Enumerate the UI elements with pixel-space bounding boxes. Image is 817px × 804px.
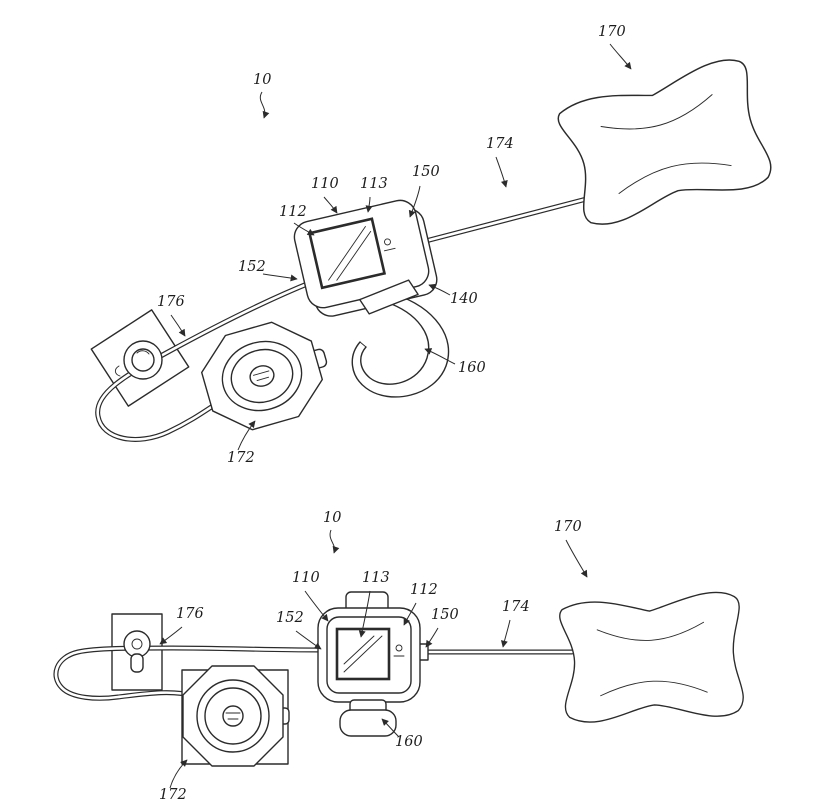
ref-label-170-fig2: 170 bbox=[554, 519, 582, 535]
leader-160-fig2 bbox=[381, 718, 400, 738]
ref-label-150-fig1: 150 bbox=[412, 164, 440, 180]
ref-label-113-fig2: 113 bbox=[362, 570, 390, 586]
fig2-watch-logo-icon bbox=[395, 644, 403, 652]
ref-label-10-fig2: 10 bbox=[323, 510, 341, 526]
ref-label-113-fig1: 113 bbox=[360, 176, 388, 192]
fig2-watch bbox=[317, 591, 421, 737]
fig1-octagon-device-172 bbox=[200, 321, 328, 431]
fig1-pad-170 bbox=[557, 59, 772, 225]
ref-label-170-fig1: 170 bbox=[598, 24, 626, 40]
fig1-watch-logo-icon bbox=[384, 238, 391, 246]
ref-label-150-fig2: 150 bbox=[431, 607, 459, 623]
ref-label-110-fig1: 110 bbox=[311, 176, 339, 192]
leader-150-fig1 bbox=[408, 185, 421, 218]
leader-170-fig2 bbox=[565, 539, 588, 578]
leader-172-fig1 bbox=[237, 420, 256, 451]
leader-112-fig1 bbox=[293, 222, 315, 236]
leader-174-fig1 bbox=[495, 156, 508, 188]
ref-label-174-fig1: 174 bbox=[486, 136, 514, 152]
ref-label-152-fig2: 152 bbox=[276, 610, 304, 626]
leader-152-fig2 bbox=[295, 630, 322, 650]
fig1-round-sensor bbox=[114, 340, 163, 380]
leader-152-fig1 bbox=[262, 273, 298, 282]
fig2-labels: 10 170 110 113 112 150 152 174 176 160 1… bbox=[159, 510, 588, 803]
leader-170-fig1 bbox=[609, 43, 632, 70]
ref-label-174-fig2: 174 bbox=[502, 599, 530, 615]
fig1-tube-174 bbox=[415, 193, 601, 246]
ref-label-160-fig2: 160 bbox=[395, 734, 423, 750]
fig1-left-tube bbox=[95, 279, 315, 442]
leader-10-fig1 bbox=[259, 91, 270, 119]
fig1-strap-lug bbox=[359, 279, 419, 315]
ref-label-160-fig1: 160 bbox=[458, 360, 486, 376]
ref-label-172-fig2: 172 bbox=[159, 787, 187, 803]
leader-113-fig2 bbox=[358, 590, 371, 638]
fig1-watch bbox=[293, 199, 438, 317]
ref-label-112-fig1: 112 bbox=[279, 204, 307, 220]
fig2-pad-170 bbox=[559, 591, 744, 723]
figure-1-perspective-view: 10 170 174 110 113 112 150 152 140 160 1… bbox=[90, 24, 772, 466]
leader-110-fig2 bbox=[304, 590, 329, 622]
leader-160-fig1 bbox=[424, 348, 456, 365]
leader-113-fig1 bbox=[365, 196, 373, 213]
leader-110-fig1 bbox=[323, 196, 338, 214]
ref-label-10-fig1: 10 bbox=[253, 72, 271, 88]
figure-2-plan-view: 10 170 110 113 112 150 152 174 176 160 1… bbox=[53, 510, 744, 803]
leader-150-fig2 bbox=[425, 627, 439, 648]
leader-10-fig2 bbox=[329, 529, 340, 554]
ref-label-172-fig1: 172 bbox=[227, 450, 255, 466]
ref-label-140-fig1: 140 bbox=[450, 291, 478, 307]
leader-176-fig2 bbox=[159, 626, 183, 645]
leader-172-fig2 bbox=[169, 759, 188, 789]
fig2-octagon-device-172 bbox=[181, 665, 290, 767]
leader-112-fig2 bbox=[403, 602, 417, 626]
ref-label-176-fig1: 176 bbox=[157, 294, 185, 310]
ref-label-176-fig2: 176 bbox=[176, 606, 204, 622]
ref-label-152-fig1: 152 bbox=[238, 259, 266, 275]
ref-label-112-fig2: 112 bbox=[410, 582, 438, 598]
ref-label-110-fig2: 110 bbox=[292, 570, 320, 586]
fig2-strap-end-160 bbox=[339, 709, 397, 737]
leader-174-fig2 bbox=[500, 619, 511, 648]
fig2-clip-keyhole bbox=[123, 630, 151, 673]
leader-176-fig1 bbox=[170, 314, 186, 337]
leader-140-fig1 bbox=[428, 283, 451, 296]
fig2-clip-176 bbox=[111, 613, 163, 691]
fig2-tube-174 bbox=[415, 643, 575, 661]
fig1-labels: 10 170 174 110 113 112 150 152 140 160 1… bbox=[157, 24, 632, 466]
